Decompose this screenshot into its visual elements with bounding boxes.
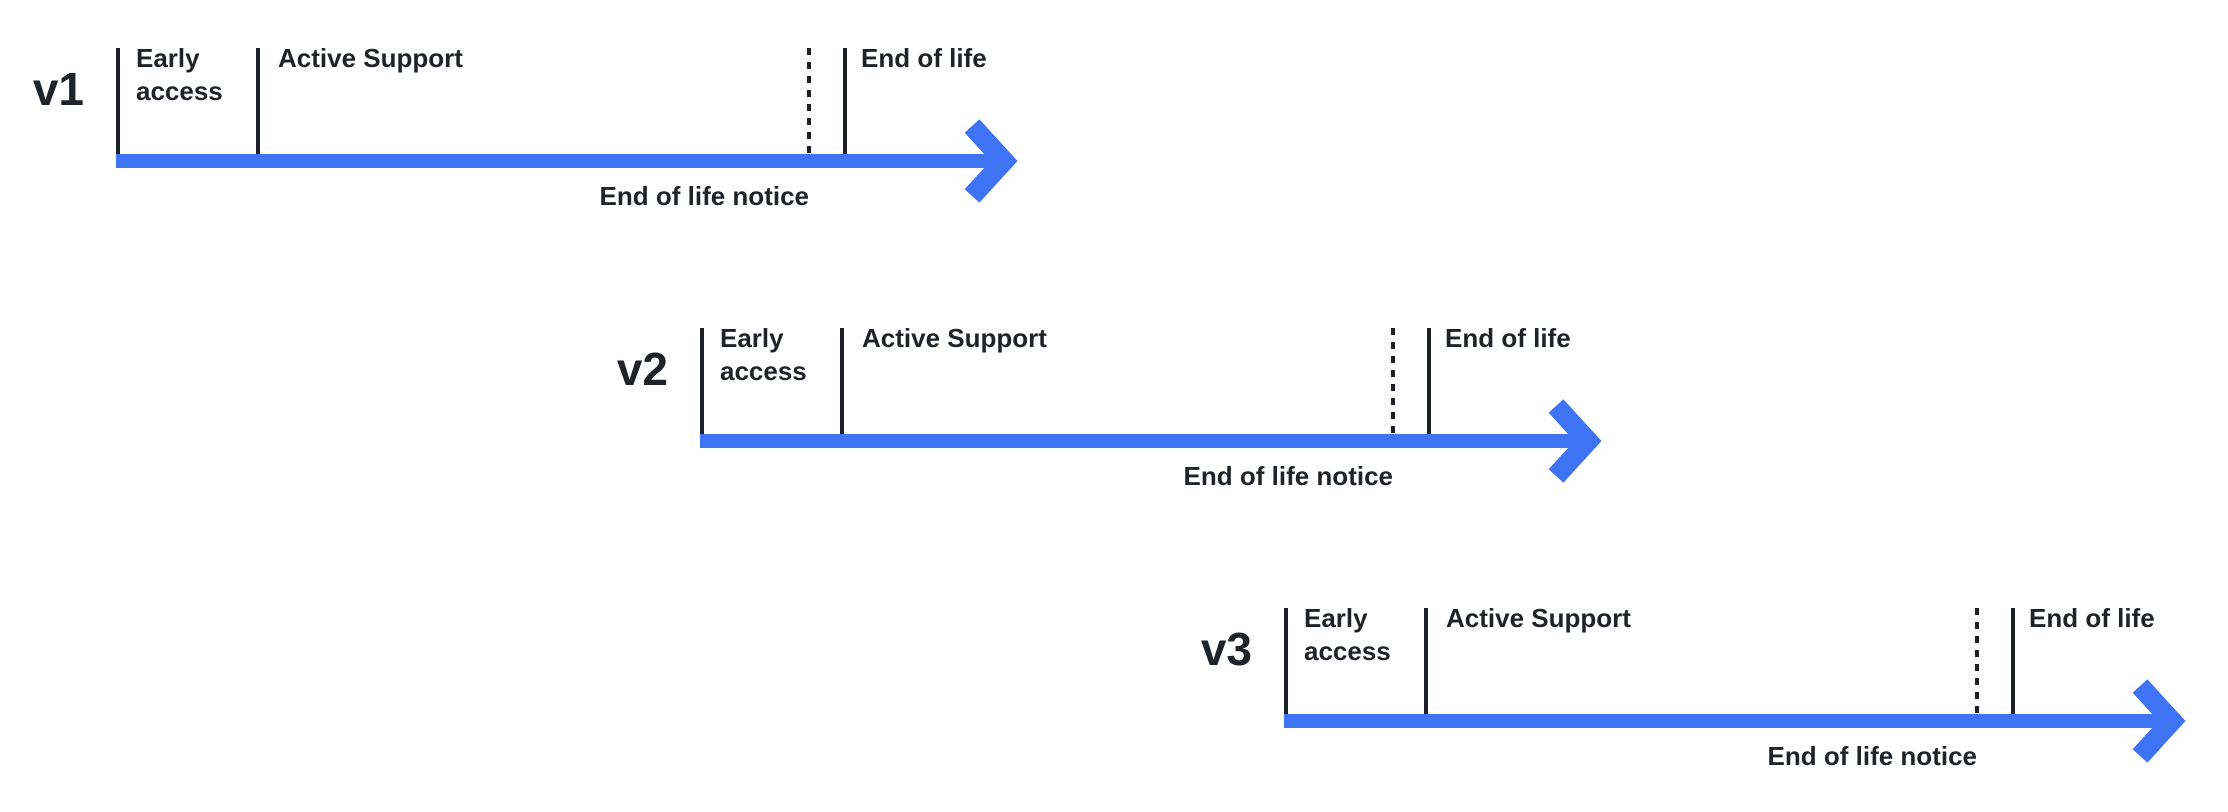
version-label: v3 <box>1200 623 1252 675</box>
end-of-life-label: End of life <box>861 43 987 73</box>
arrowhead-icon <box>1548 399 1602 483</box>
end-of-life-tick <box>1427 328 1431 434</box>
timeline-row-v2: v2 Early access Active Support End of li… <box>584 280 1664 512</box>
early-access-start-tick <box>1284 608 1288 714</box>
version-label: v2 <box>616 343 668 395</box>
early-access-label: Early access <box>1304 603 1391 666</box>
timeline-bar <box>1284 714 2168 728</box>
timeline-graphic-v1 <box>116 48 1018 203</box>
end-of-life-label: End of life <box>1445 323 1571 353</box>
timeline-bar <box>116 154 1000 168</box>
early-access-start-tick <box>116 48 120 154</box>
end-of-life-notice-label: End of life notice <box>1183 461 1393 491</box>
early-access-label: Early access <box>136 43 223 106</box>
active-support-start-tick <box>840 328 844 434</box>
arrowhead-icon <box>964 119 1018 203</box>
end-of-life-tick <box>2011 608 2015 714</box>
end-of-life-tick <box>843 48 847 154</box>
end-of-life-label: End of life <box>2029 603 2155 633</box>
end-of-life-notice-label: End of life notice <box>599 181 809 211</box>
version-label: v1 <box>32 63 84 115</box>
timeline-row-v1: v1 Early access Active Support End of li… <box>0 0 1080 232</box>
timeline-graphic-v2 <box>700 328 1602 483</box>
active-support-label: Active Support <box>278 43 463 73</box>
active-support-label: Active Support <box>1446 603 1631 633</box>
early-access-start-tick <box>700 328 704 434</box>
timeline-graphic-v3 <box>1284 608 2186 763</box>
active-support-start-tick <box>1424 608 1428 714</box>
early-access-label: Early access <box>720 323 807 386</box>
end-of-life-notice-label: End of life notice <box>1767 741 1977 771</box>
timeline-row-v3: v3 Early access Active Support End of li… <box>1168 560 2228 792</box>
active-support-start-tick <box>256 48 260 154</box>
active-support-label: Active Support <box>862 323 1047 353</box>
arrowhead-icon <box>2132 679 2186 763</box>
timeline-bar <box>700 434 1584 448</box>
